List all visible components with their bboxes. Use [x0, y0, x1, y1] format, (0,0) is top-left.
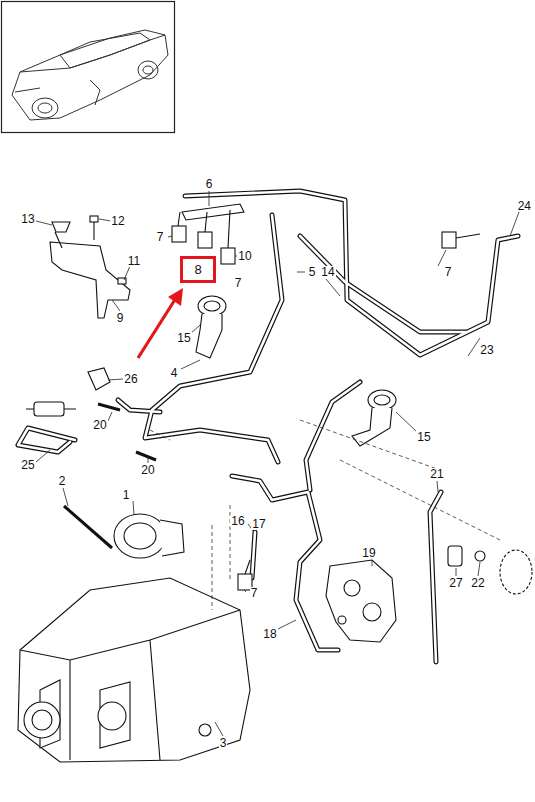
callout-number: 10 [237, 250, 252, 262]
callout-number: 19 [361, 547, 376, 559]
callout-number: 7 [156, 231, 165, 243]
callout-number: 8 [194, 263, 201, 276]
callout-number: 26 [123, 373, 138, 385]
callout-number: 18 [262, 628, 277, 640]
callout-number: 21 [429, 468, 444, 480]
callout-number: 23 [479, 344, 494, 356]
callout-number: 1 [122, 489, 131, 501]
callout-number: 2 [58, 475, 67, 487]
callout-number: 27 [448, 577, 463, 589]
callout-number: 3 [219, 737, 228, 749]
callout-number: 14 [320, 266, 335, 278]
callout-number: 16 [230, 515, 245, 527]
callout-number: 4 [170, 367, 179, 379]
callout-number: 9 [116, 312, 125, 324]
callout-number: 20 [140, 464, 155, 476]
callout-number: 7 [250, 587, 259, 599]
callout-number: 11 [127, 255, 141, 267]
callout-number: 25 [20, 459, 35, 471]
callout-number: 6 [205, 178, 214, 190]
components [18, 204, 532, 762]
car-thumbnail [12, 30, 168, 120]
callout-number: 17 [251, 518, 266, 530]
highlight-box: 8 [180, 256, 216, 283]
callout-number: 7 [444, 266, 453, 278]
callout-number: 7 [234, 277, 243, 289]
leader-lines [36, 191, 519, 736]
callout-number: 22 [470, 577, 485, 589]
callout-number: 20 [92, 419, 107, 431]
assembly-lines [150, 420, 500, 610]
callout-number: 24 [517, 200, 532, 212]
callout-number: 15 [176, 332, 191, 344]
callout-number: 15 [416, 431, 431, 443]
callout-number: 12 [110, 215, 125, 227]
pointer-arrow [138, 288, 183, 358]
callout-number: 5 [308, 266, 317, 278]
thumbnail-frame [2, 2, 175, 133]
callout-number: 13 [20, 213, 35, 225]
